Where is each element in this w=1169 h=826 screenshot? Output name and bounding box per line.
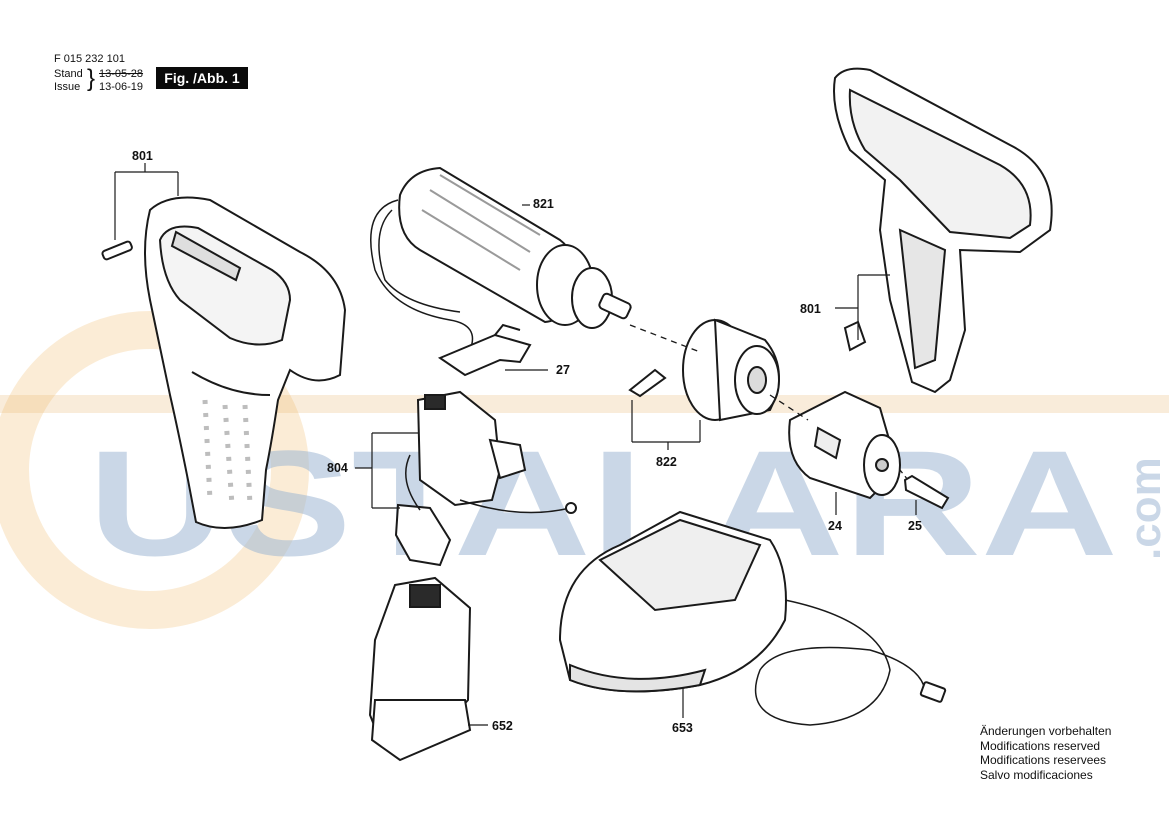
battery-drawing — [368, 576, 472, 762]
note-en: Modifications reserved — [980, 738, 1101, 753]
part-label-801-left: 801 — [132, 149, 153, 163]
figure-label: Fig. /Abb. 1 — [156, 67, 248, 89]
chuck-drawing — [769, 390, 950, 510]
brace-icon: } — [87, 65, 96, 92]
part-label-821: 821 — [533, 197, 554, 211]
stand-date: 13-05-28 — [99, 68, 144, 80]
part-label-801-right: 801 — [800, 302, 821, 316]
charger-drawing — [558, 510, 947, 726]
issue-label: Issue — [54, 81, 81, 93]
modification-notes: Änderungen vorbehalten Modifications res… — [980, 724, 1111, 782]
part-label-652: 652 — [492, 719, 513, 733]
part-label-25: 25 — [908, 519, 922, 533]
gearbox-drawing — [628, 318, 780, 422]
housing-left-drawing — [101, 196, 347, 530]
doc-number: F 015 232 101 — [54, 53, 125, 65]
part-label-804: 804 — [327, 461, 348, 475]
switch-drawing — [394, 390, 577, 567]
part-label-24: 24 — [828, 519, 842, 533]
part-label-653: 653 — [672, 721, 693, 735]
note-de: Änderungen vorbehalten — [980, 724, 1112, 738]
note-es: Salvo modificaciones — [980, 767, 1093, 782]
part-label-27: 27 — [556, 363, 570, 377]
watermark-suffix: .com — [1121, 457, 1169, 560]
clip-drawing — [437, 323, 532, 377]
stand-label: Stand — [54, 68, 83, 80]
part-label-822: 822 — [656, 455, 677, 469]
issue-date: 13-06-19 — [99, 81, 144, 93]
note-fr: Modifications reservees — [980, 753, 1107, 767]
watermark-ring — [0, 311, 309, 629]
leader-lines — [114, 163, 917, 726]
motor-drawing — [370, 166, 632, 351]
housing-right-drawing — [833, 67, 1053, 394]
